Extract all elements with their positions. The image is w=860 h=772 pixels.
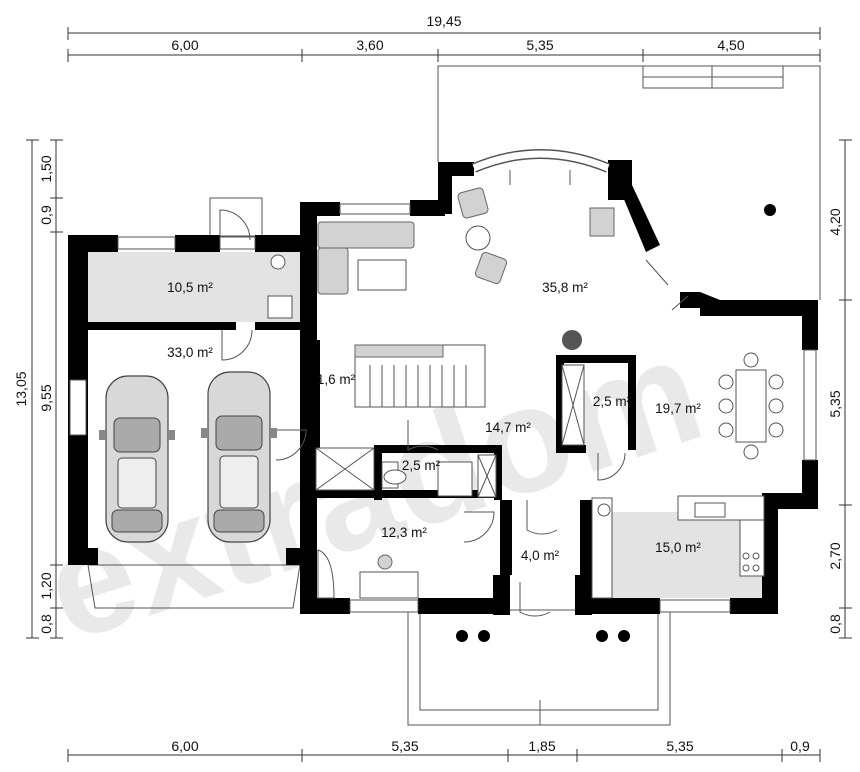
dim-right-4: 0,8: [827, 614, 843, 634]
dim-bottom-5: 0,9: [790, 738, 810, 754]
dim-top-3: 5,35: [526, 37, 553, 53]
dim-top-total: 19,45: [426, 13, 461, 29]
fireplace: [589, 207, 615, 237]
terrace-post: [764, 204, 776, 216]
entrance-porch: [407, 609, 671, 726]
room-dining-area: 19,7 m²: [655, 401, 701, 416]
room-vestibule-area: 4,0 m²: [521, 548, 560, 563]
coffee-table: [357, 259, 407, 291]
room-garage-area: 33,0 m²: [167, 345, 213, 360]
dim-top-2: 3,60: [356, 37, 383, 53]
dim-bottom-3: 1,85: [528, 738, 555, 754]
dim-left-4: 1,20: [38, 572, 54, 599]
dim-top-1: 6,00: [171, 37, 198, 53]
dim-top-4: 4,50: [717, 37, 744, 53]
dim-left-total: 13,05: [13, 371, 29, 406]
dim-right-3: 2,70: [827, 542, 843, 569]
tiled-floors: [88, 252, 765, 598]
car-right: [201, 371, 277, 543]
room-closet-area: 2,5 m²: [593, 394, 632, 409]
sofa: [317, 221, 415, 249]
room-office-area: 12,3 m²: [381, 525, 427, 540]
windows: [69, 149, 817, 613]
room-hall-area: 14,7 m²: [485, 420, 531, 435]
room-boiler-area: 10,5 m²: [167, 280, 213, 295]
dim-right-1: 4,20: [827, 208, 843, 235]
plant-icon: [562, 330, 582, 350]
desk: [359, 571, 419, 599]
interior-walls: [88, 322, 636, 600]
dim-left-5: 0,8: [38, 614, 54, 634]
dimension-labels: 19,45 6,00 3,60 5,35 4,50 6,00 5,35 1,85…: [13, 13, 843, 754]
dim-bottom-1: 6,00: [171, 738, 198, 754]
doors: [219, 170, 689, 617]
cars: [99, 371, 277, 543]
exterior-walls: [68, 160, 818, 615]
dimension-lines: [26, 27, 852, 762]
room-living-area: 35,8 m²: [542, 280, 588, 295]
round-table: [465, 225, 491, 251]
dim-left-2: 0,9: [38, 205, 54, 225]
dim-left-3: 9,55: [38, 384, 54, 411]
room-kitchen-area: 15,0 m²: [655, 540, 701, 555]
dim-bottom-2: 5,35: [391, 738, 418, 754]
room-pantry-area: 1,6 m²: [317, 372, 356, 387]
room-labels: 10,5 m² 33,0 m² 35,8 m² 1,6 m² 14,7 m² 2…: [167, 280, 701, 563]
armchair: [457, 187, 489, 219]
dim-left-1: 1,50: [38, 155, 54, 182]
car-left: [99, 375, 175, 543]
room-wc-area: 2,5 m²: [402, 458, 441, 473]
dim-right-2: 5,35: [827, 390, 843, 417]
dim-bottom-4: 5,35: [666, 738, 693, 754]
terrace: [437, 65, 821, 300]
furniture: [267, 187, 784, 599]
garage-driveway: [87, 197, 301, 609]
dining-table: [735, 369, 767, 443]
